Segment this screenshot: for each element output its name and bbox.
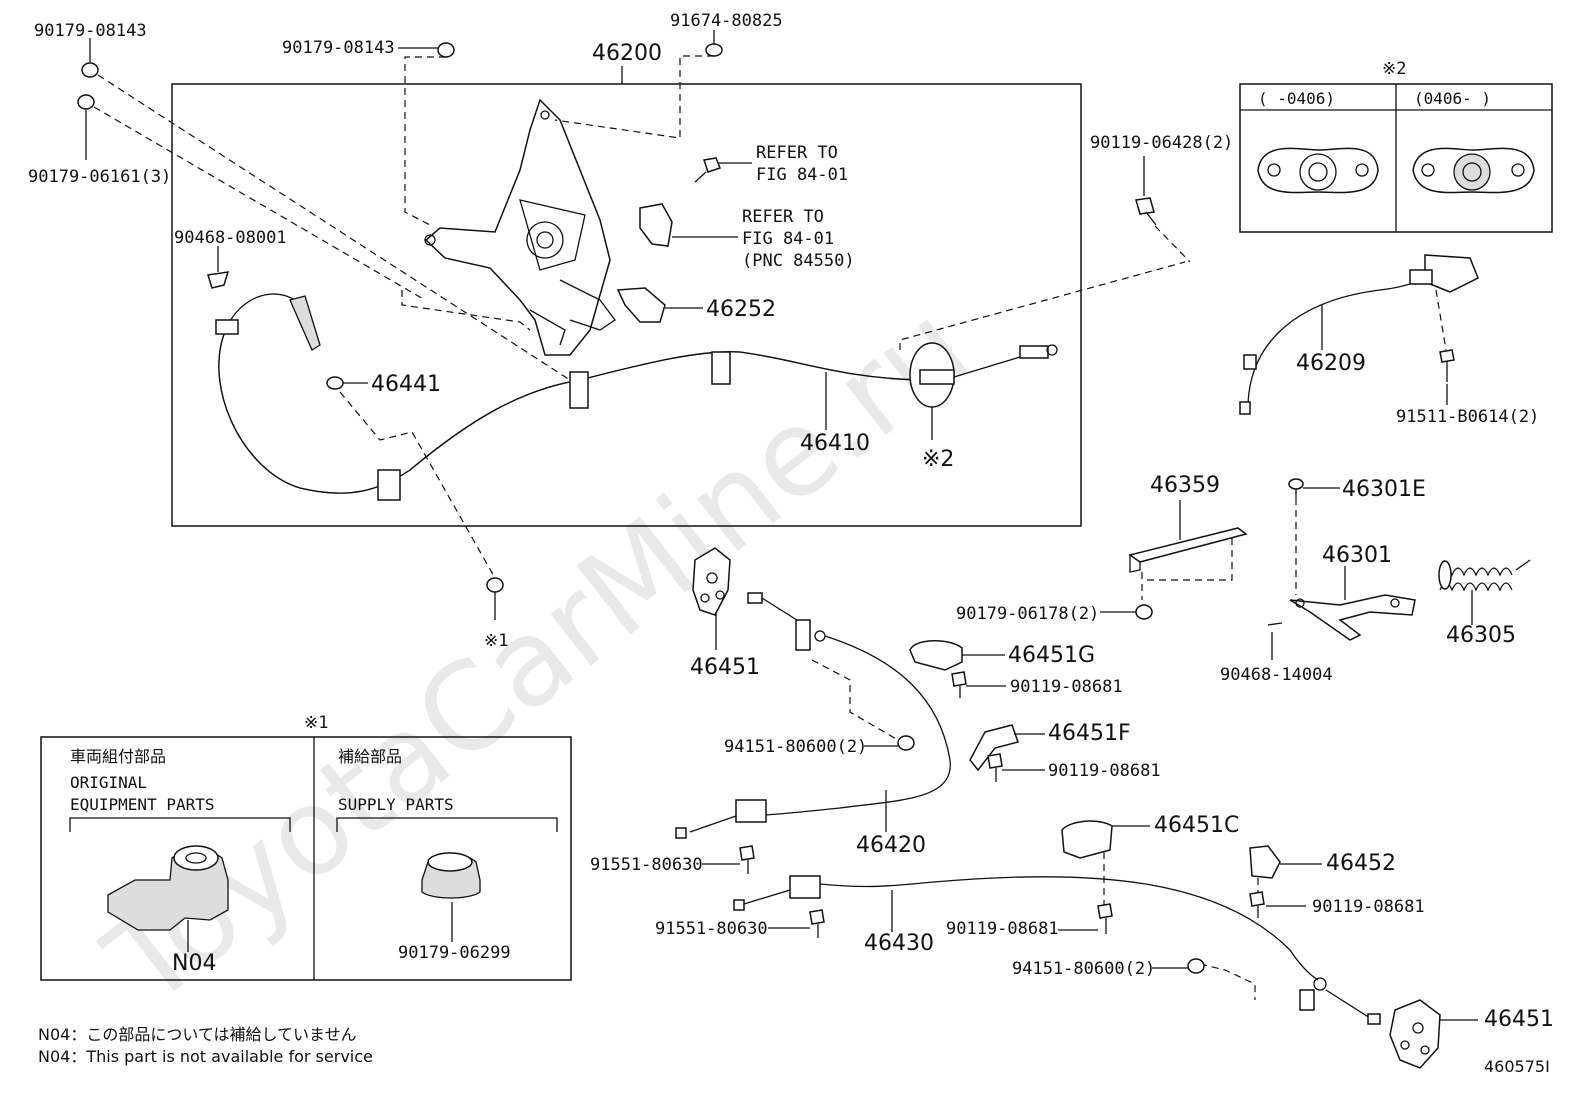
nut-94151-80600-b: [1187, 958, 1205, 974]
label-mark1-a: ※1: [484, 631, 508, 651]
label-mark1-b: ※1: [304, 713, 328, 733]
assembly-frame: [171, 83, 1082, 527]
nut-90179-08143-b: [398, 42, 455, 58]
label-90119-08681-d: 90119-08681: [946, 919, 1059, 939]
plate-46451-a: [692, 547, 731, 650]
label-91551-80630-b: 91551-80630: [655, 919, 768, 939]
clip-90468-08001: [207, 271, 230, 289]
label-n04: N04: [172, 951, 216, 976]
legend-left-jp: 車両組付部品: [70, 747, 166, 766]
note-jp: N04：この部品については補給していません: [38, 1025, 357, 1044]
label-91511-b0614: 91511-B0614(2): [1396, 407, 1539, 427]
label-refer2-line2: FIG 84-01: [742, 229, 834, 249]
refer-bracket: [639, 203, 738, 247]
nut-mark1: [486, 577, 504, 593]
bracket-46451g: [909, 640, 1006, 698]
label-90119-08681-b: 90119-08681: [1048, 761, 1161, 781]
bracket-46359: [1100, 500, 1248, 620]
label-94151-80600-b: 94151-80600(2): [1012, 959, 1155, 979]
release-cable-46209: [1239, 254, 1479, 415]
label-90119-08681-a: 90119-08681: [1010, 677, 1123, 697]
label-90468-08001: 90468-08001: [174, 228, 287, 248]
label-46451-b: 46451: [1484, 1007, 1554, 1032]
lever-46301: [1267, 566, 1416, 660]
label-46200: 46200: [592, 41, 662, 66]
bolt-91551-80630-b: [768, 909, 825, 938]
bolt-90119-06428: [1135, 156, 1191, 263]
label-46252: 46252: [706, 297, 776, 322]
label-46301: 46301: [1322, 543, 1392, 568]
legend-left-en2: EQUIPMENT PARTS: [70, 795, 215, 814]
label-91551-80630-a: 91551-80630: [590, 855, 703, 875]
label-mark2-b: ※2: [1382, 59, 1406, 79]
inset-variant-box: [1239, 83, 1553, 233]
pedal-pad-46252: [616, 287, 703, 323]
label-mark2-a: ※2: [922, 447, 954, 472]
label-90179-06178: 90179-06178(2): [956, 604, 1099, 624]
label-inset-col1: ( -0406): [1258, 89, 1335, 108]
label-46451f: 46451F: [1048, 721, 1131, 746]
label-46410: 46410: [800, 431, 870, 456]
label-90179-08143-b: 90179-08143: [282, 38, 395, 58]
legend-left-en1: ORIGINAL: [70, 773, 147, 792]
label-refer2-line3: (PNC 84550): [742, 251, 855, 271]
legend-right-en: SUPPLY PARTS: [338, 795, 454, 814]
pedal-bracket-assembly: [424, 98, 616, 356]
bolt-91674-80825: [705, 30, 723, 57]
plate-46451-b: [1389, 999, 1478, 1069]
label-90119-08681-c: 90119-08681: [1312, 897, 1425, 917]
label-90468-14004: 90468-14004: [1220, 665, 1333, 685]
bracket-46451c: [1058, 820, 1150, 934]
label-46451g: 46451G: [1008, 643, 1095, 668]
bracket-46452: [1249, 845, 1322, 918]
pin-46301e: [1288, 478, 1340, 595]
note-en: N04：This part is not available for servi…: [38, 1047, 373, 1066]
label-46441: 46441: [371, 372, 441, 397]
cable-46420: [675, 592, 951, 839]
label-90179-06161: 90179-06161(3): [28, 167, 171, 187]
label-46420: 46420: [856, 833, 926, 858]
legend-right-jp: 補給部品: [338, 747, 402, 766]
label-refer1-line1: REFER TO: [756, 143, 838, 163]
label-90179-06299: 90179-06299: [398, 943, 511, 963]
label-refer1-line2: FIG 84-01: [756, 165, 848, 185]
label-46359: 46359: [1150, 473, 1220, 498]
label-90179-08143-a: 90179-08143: [34, 21, 147, 41]
label-94151-80600-a: 94151-80600(2): [724, 737, 867, 757]
legend-box: [40, 736, 572, 981]
label-46209: 46209: [1296, 351, 1366, 376]
cable-46410: [215, 293, 1058, 501]
label-46430: 46430: [864, 931, 934, 956]
nut-90179-08143-a: [81, 38, 99, 78]
label-inset-col2: (0406- ): [1414, 89, 1491, 108]
label-46452: 46452: [1326, 851, 1396, 876]
label-refer2-line1: REFER TO: [742, 207, 824, 227]
label-46451c: 46451C: [1154, 813, 1239, 838]
label-91674-80825: 91674-80825: [670, 11, 783, 31]
grommet-46441: [326, 376, 368, 390]
bolt-91551-80630-a: [702, 845, 755, 874]
cable-46430: [733, 875, 1381, 1025]
spring-46305: [1438, 559, 1531, 625]
label-90119-06428: 90119-06428(2): [1090, 133, 1233, 153]
refer-bolt: [694, 157, 752, 183]
label-46301e: 46301E: [1342, 477, 1426, 502]
bracket-46451f: [969, 724, 1045, 782]
label-46451-a: 46451: [690, 655, 760, 680]
figure-id: 460575I: [1484, 1057, 1550, 1076]
nut-90179-06161: [77, 94, 95, 160]
nut-94151-80600-a: [897, 735, 915, 751]
label-46305: 46305: [1446, 623, 1516, 648]
